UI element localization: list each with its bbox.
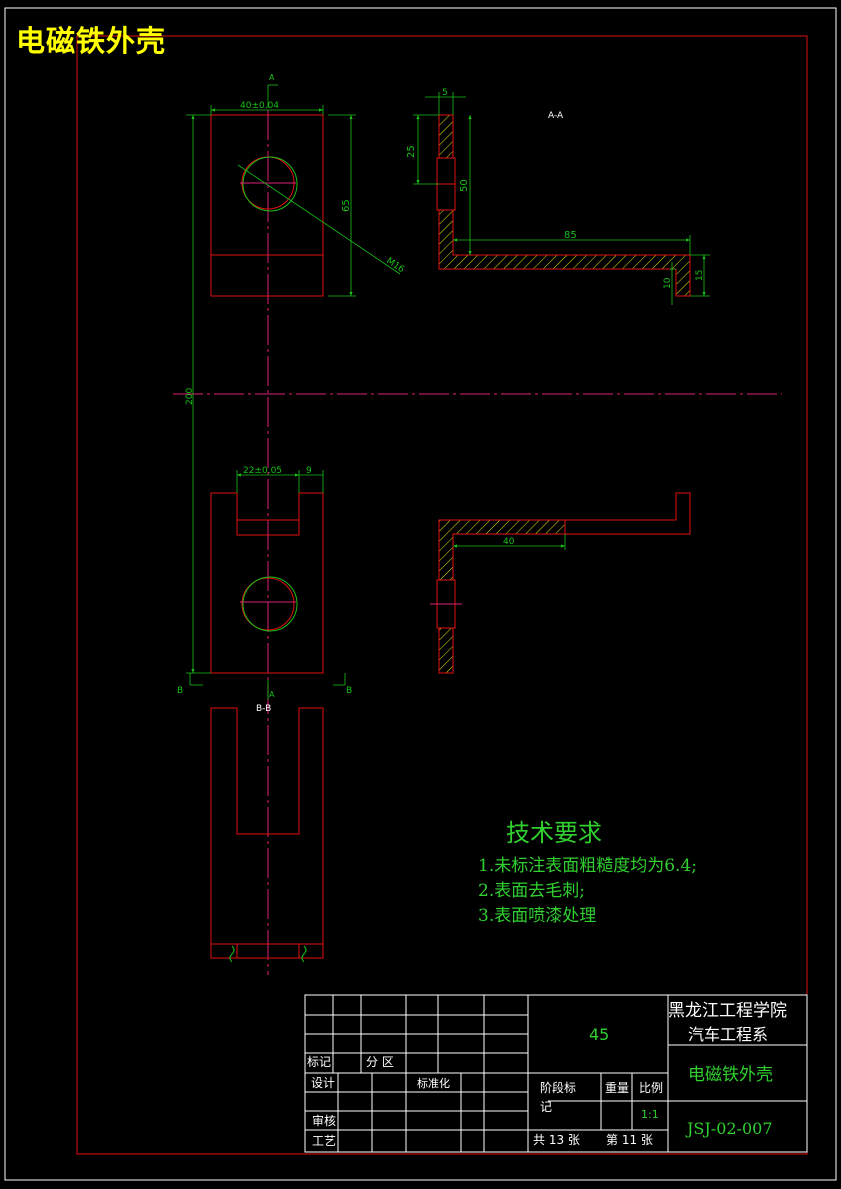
bottom-front-dims [186, 114, 346, 700]
tb-jieduan: 阶段标 [540, 1080, 576, 1095]
centerlines [173, 110, 782, 975]
tb-scale: 1:1 [641, 1108, 659, 1121]
dim-lug-9: 9 [306, 466, 312, 476]
tech-requirement-1: 1.未标注表面粗糙度均为6.4; [478, 856, 697, 876]
dim-slot-width: 22±0.05 [243, 466, 282, 476]
tb-school: 黑龙江工程学院 [668, 1001, 787, 1021]
dim-15: 15 [695, 270, 705, 281]
dim-10: 10 [663, 277, 673, 289]
bracket-dims [453, 534, 566, 550]
title-block-grid [304, 994, 808, 1153]
cut-b-left-label: B [177, 686, 183, 696]
tb-sheji: 设计 [311, 1076, 335, 1090]
tb-biaozhunhua: 标准化 [417, 1076, 450, 1090]
tb-gongyi: 工艺 [312, 1134, 336, 1148]
tech-requirement-3: 3.表面喷漆处理 [478, 906, 597, 926]
tb-biaoji: 标记 [307, 1055, 331, 1069]
top-front-dims [210, 84, 401, 297]
dim-thread: M16 [384, 256, 406, 275]
bottom-front-view [210, 492, 324, 674]
tb-part-name: 电磁铁外壳 [688, 1065, 773, 1085]
tech-requirements-heading: 技术要求 [506, 819, 602, 847]
cut-b-right-label: B [346, 686, 352, 696]
tb-drawing-no: JSJ-02-007 [685, 1119, 773, 1138]
dim-25: 25 [406, 145, 417, 158]
section-aa-label: A-A [548, 111, 564, 121]
dim-40: 40 [503, 537, 515, 547]
tb-sheet-total: 共 13 张 [533, 1133, 580, 1147]
section-bb-view [210, 707, 324, 963]
cut-a-top-label: A [269, 73, 275, 82]
tech-requirement-2: 2.表面去毛刺; [478, 881, 585, 901]
tech-requirements: 技术要求 1.未标注表面粗糙度均为6.4; 2.表面去毛刺; 3.表面喷漆处理 [478, 813, 697, 929]
tb-sheet-no: 第 11 张 [606, 1133, 653, 1147]
dim-85: 85 [564, 230, 577, 241]
tb-department: 汽车工程系 [688, 1025, 768, 1044]
top-front-view [210, 114, 324, 297]
tb-zhongliang: 重量 [605, 1081, 629, 1095]
section-aa-dims [413, 92, 710, 305]
inner-border [76, 35, 808, 1155]
drawing-title: 电磁铁外壳 [16, 24, 167, 58]
tb-bili: 比例 [639, 1081, 663, 1095]
cut-a-bottom-label: A [269, 690, 275, 699]
section-aa-view [436, 114, 691, 297]
dim-50: 50 [459, 179, 470, 192]
tb-material: 45 [589, 1025, 609, 1044]
outer-frame [4, 7, 837, 1181]
section-bb-label: B-B [256, 704, 271, 714]
dim-total-200: 200 [185, 388, 195, 405]
dim-thick-5: 5 [442, 88, 448, 98]
tb-shenhe: 审核 [312, 1113, 336, 1128]
tb-fenqu: 分 区 [366, 1055, 394, 1069]
tb-ji: 记 [540, 1100, 552, 1114]
dim-height-65: 65 [341, 199, 352, 212]
dim-width-top: 40±0.04 [240, 101, 279, 111]
bracket-view [430, 492, 691, 674]
